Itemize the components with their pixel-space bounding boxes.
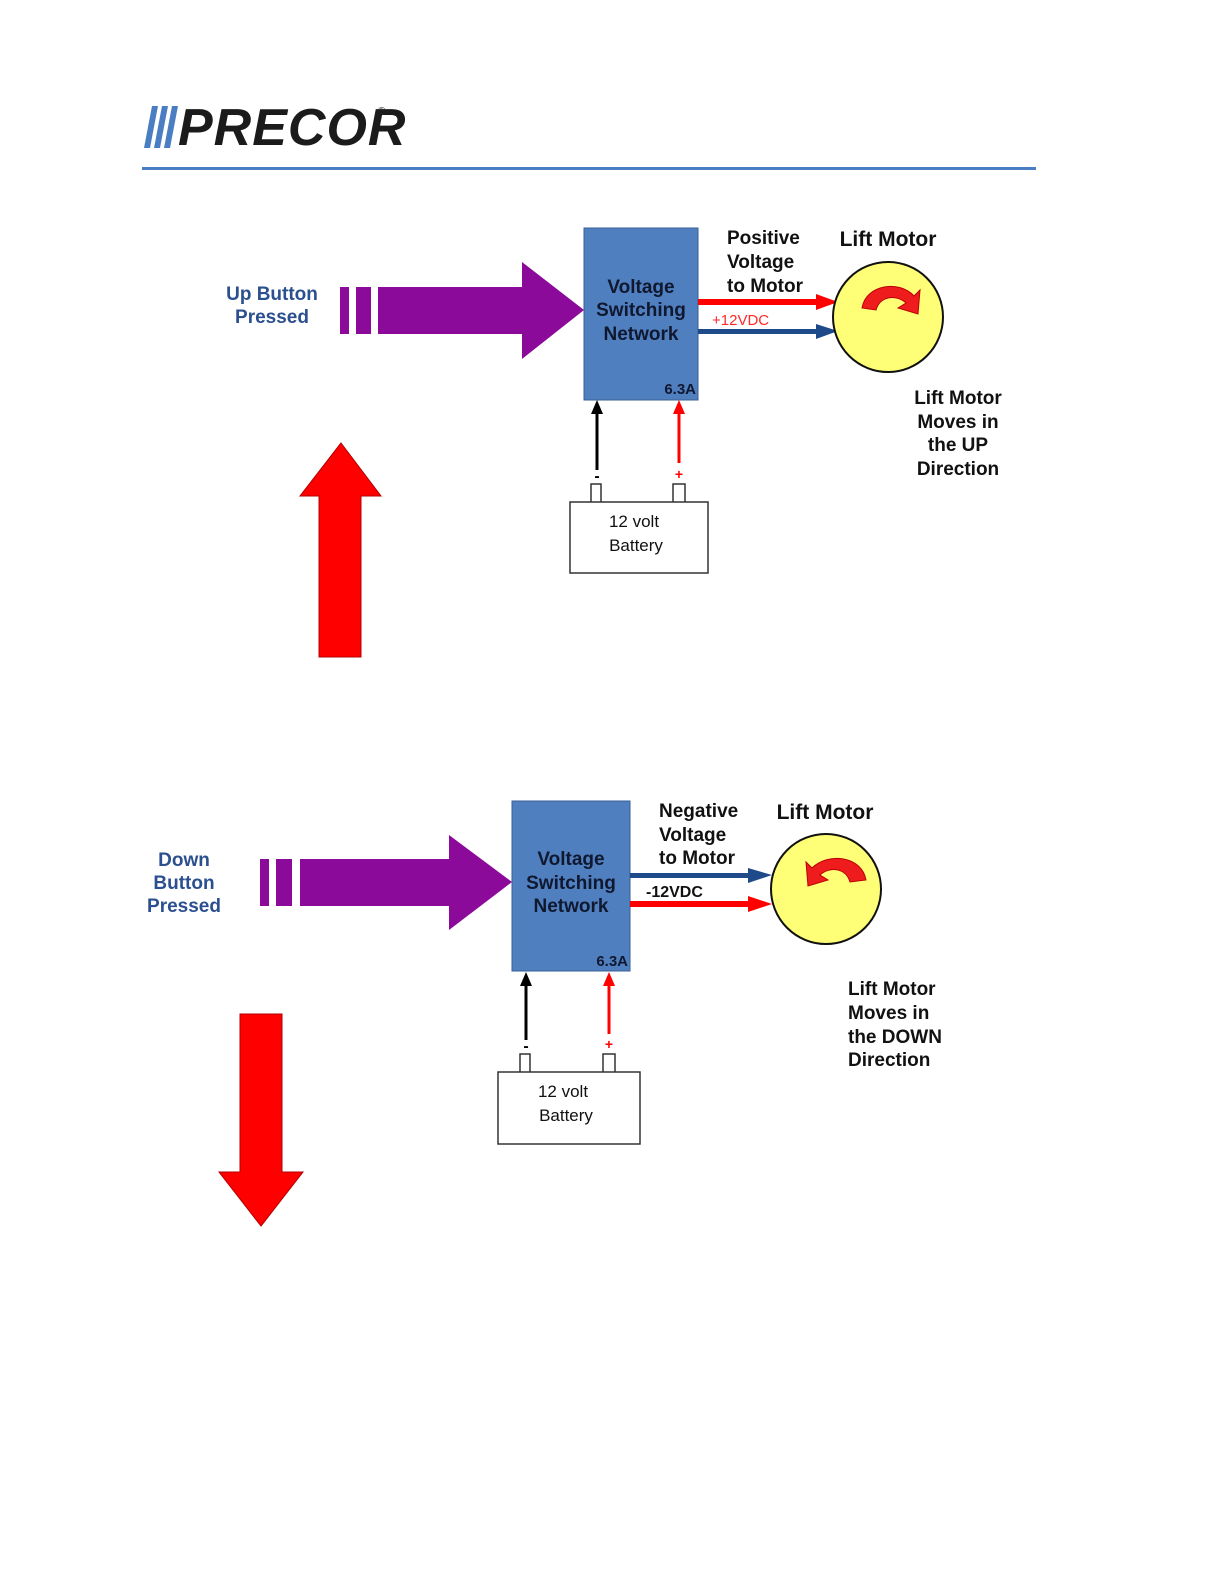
down-button-label-line-3: Pressed (147, 896, 221, 917)
up-voltage-label-line-3: to Motor (727, 276, 804, 297)
brand-name: PRECOR (178, 99, 407, 157)
down-network-label-line-3: Network (534, 896, 609, 917)
up-voltage-value: +12VDC (712, 312, 769, 329)
registered-mark: ® (378, 106, 386, 117)
down-voltage-label-line-3: to Motor (659, 848, 736, 869)
down-red-wire (630, 896, 772, 912)
down-battery-pos-post (602, 1053, 616, 1074)
clockwise-arrow-icon (861, 286, 921, 315)
down-network-box (511, 800, 631, 972)
up-positive-feed (673, 400, 685, 463)
up-negative-feed (591, 400, 603, 470)
up-network-box (583, 227, 699, 401)
down-battery-label-line-2: Battery (539, 1106, 593, 1125)
counterclockwise-arrow-icon (805, 857, 867, 887)
up-battery-neg-post (590, 483, 602, 504)
down-blue-wire (630, 868, 772, 883)
down-current-label: 6.3A (596, 953, 628, 970)
down-network-label-line-2: Switching (526, 873, 616, 894)
up-network-label-line-1: Voltage (607, 277, 674, 298)
up-result-line-4: Direction (917, 459, 999, 480)
up-result-line-2: Moves in (917, 412, 998, 433)
down-purple-arrow (260, 835, 512, 930)
up-motor-title: Lift Motor (840, 228, 937, 251)
up-result-line-3: the UP (928, 435, 989, 456)
up-diagram: Up Button Pressed Voltage Switching Netw… (226, 227, 1002, 658)
up-current-label: 6.3A (664, 381, 696, 398)
down-result-line-2: Moves in (848, 1003, 929, 1024)
down-button-label-line-2: Button (153, 873, 214, 894)
up-network-label-line-2: Switching (596, 300, 686, 321)
down-result-line-4: Direction (848, 1050, 930, 1071)
down-voltage-label-line-2: Voltage (659, 825, 726, 846)
up-battery-label-line-2: Battery (609, 536, 663, 555)
up-terminal-negative: - (594, 468, 599, 485)
up-button-label-line-1: Up Button (226, 284, 318, 305)
up-voltage-label-line-2: Voltage (727, 252, 794, 273)
up-lift-motor (832, 261, 944, 373)
down-network-label-line-1: Voltage (537, 849, 604, 870)
up-result-line-1: Lift Motor (914, 388, 1002, 409)
up-terminal-positive: + (675, 466, 683, 482)
up-network-label-line-3: Network (604, 324, 679, 345)
down-button-label-line-1: Down (158, 850, 210, 871)
up-battery-label-line-1: 12 volt (609, 512, 659, 531)
up-battery-pos-post (672, 483, 686, 504)
down-lift-motor (770, 833, 882, 945)
down-result-line-3: the DOWN (848, 1027, 942, 1048)
down-negative-feed (520, 972, 532, 1040)
logo-stripes-icon (144, 106, 178, 148)
down-result-line-1: Lift Motor (848, 979, 936, 1000)
down-motor-title: Lift Motor (777, 801, 874, 824)
down-voltage-label-line-1: Negative (659, 801, 738, 822)
down-positive-feed (603, 972, 615, 1034)
up-purple-arrow (340, 262, 584, 359)
up-voltage-label-line-1: Positive (727, 228, 800, 249)
down-diagram: Down Button Pressed Voltage Switching Ne… (147, 800, 942, 1227)
arrow-up-icon (298, 442, 383, 658)
down-battery-neg-post (519, 1053, 531, 1074)
down-voltage-value: -12VDC (646, 884, 703, 901)
up-red-wire (698, 294, 838, 310)
down-battery-label-line-1: 12 volt (538, 1082, 588, 1101)
header-rule (142, 167, 1036, 170)
down-terminal-positive: + (605, 1036, 613, 1052)
up-button-label-line-2: Pressed (235, 307, 309, 328)
down-battery (497, 1071, 641, 1145)
arrow-down-icon (217, 1013, 305, 1227)
up-battery (569, 501, 709, 574)
down-terminal-negative: - (523, 1038, 528, 1055)
up-blue-wire (698, 324, 838, 339)
